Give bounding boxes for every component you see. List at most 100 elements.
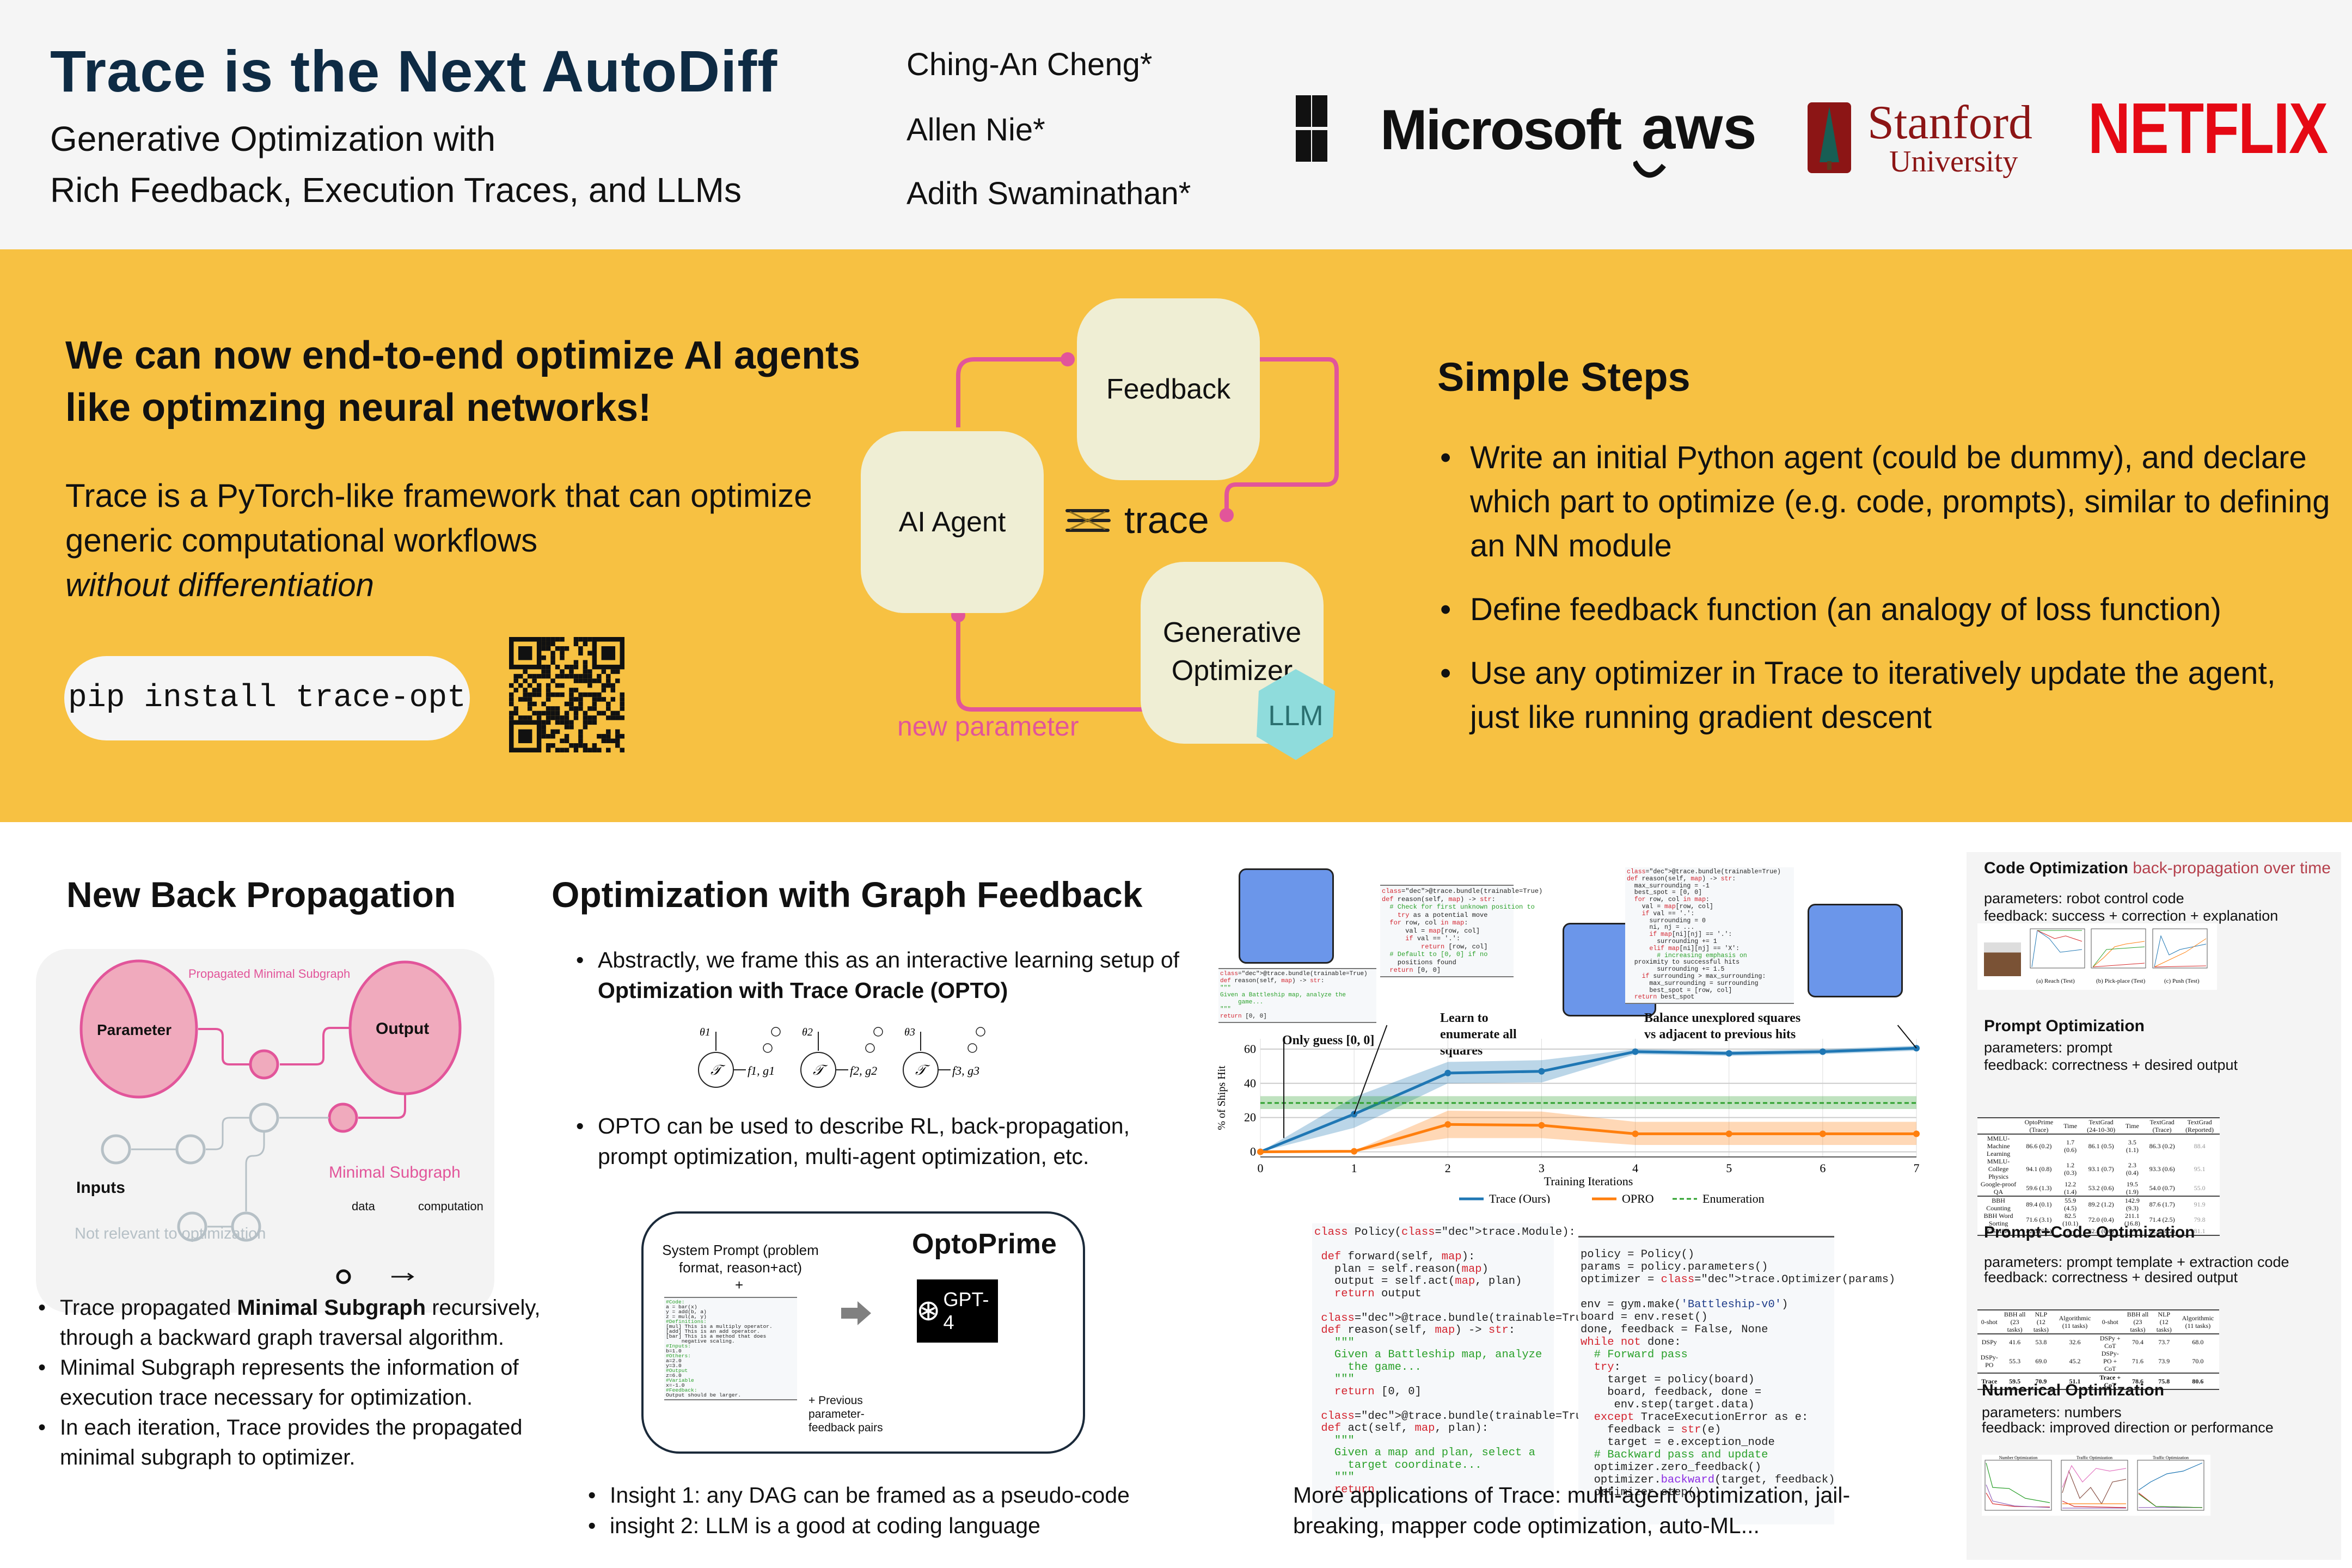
qr-module [532,688,537,693]
stanford-university-text: University [1889,145,2018,179]
code-line: y = add(b, a) [666,1309,707,1315]
code-line: return [row, col] [1421,942,1488,951]
code-line: [mul] This is a multiply operator. [666,1324,773,1330]
qr-module [583,725,588,730]
qr-module [615,729,620,734]
qr-module [527,683,532,688]
robot-success-plots [2030,928,2208,969]
x-tick-label: 0 [1258,1161,1264,1175]
qr-module [583,660,588,665]
table-cell: 51.1 [2053,1373,2097,1390]
ai-agent-node: AI Agent [861,431,1044,613]
qr-module [610,710,616,716]
qr-module [578,678,583,683]
gpt4-badge: GPT-4 [917,1279,998,1343]
qr-module [541,655,546,660]
table-cell: 94.1 (0.8) [2026,1165,2052,1173]
prompt-code-feedback: feedback: correctness + desired output [1984,1269,2238,1285]
qr-module [592,697,597,702]
qr-module [610,738,616,744]
qr-module [601,683,607,688]
plot-line [2062,1470,2127,1505]
code-line: best_spot = [row, col] [1627,987,1732,994]
table-cell: 86.1 (0.5) [2088,1142,2114,1150]
qr-module [587,706,592,711]
code-line: #Definitions: [666,1319,707,1325]
series-line [1260,1046,1917,1153]
training-loop-code: policy = Policy()params = policy.paramet… [1578,1236,1895,1524]
table-cell: 87.6 (1.7) [2149,1200,2175,1208]
qr-module [555,706,560,711]
code-line: negative scaling. [666,1338,735,1344]
code-line: def reason(self, map) -> str: [1627,875,1736,883]
code-line: val = map[row, col] [1382,927,1480,935]
arrow-right-icon [841,1301,871,1325]
back-propagation-bullets: Trace propagated Minimal Subgraph recurs… [38,1293,555,1473]
code-opt-title: Code Optimization back-propagation over … [1984,859,2331,878]
table-cell: BBH Word Sorting [1983,1212,2013,1227]
pip-install-command[interactable]: pip install trace-opt [64,656,470,740]
qr-code-icon[interactable] [509,637,624,752]
bullet-item: In each iteration, Trace provides the pr… [38,1413,555,1473]
table-cell: 53.2 (0.6) [2082,1180,2120,1197]
qr-module [527,706,532,711]
netflix-logo-text: NETFLIX [2088,88,2328,168]
qr-module [587,692,592,697]
code-line: env = gym.make('Battleship-v0') [1581,1298,1788,1311]
qr-module [523,678,528,683]
qr-module [536,673,542,679]
qr-module [569,669,574,674]
table-cell: Trace [1977,1373,2001,1390]
opto-term: Optimization with Trace Oracle (OPTO) [598,978,1008,1003]
code-line: target = e.exception_node [1581,1436,1775,1449]
plot-line [1986,1484,2050,1508]
qr-module [573,706,579,711]
legend-label: Trace (Ours) [1489,1192,1550,1203]
qr-finder-center [518,729,532,744]
qr-module [560,683,565,688]
qr-module [564,720,569,725]
bullet-item: Minimal Subgraph represents the informat… [38,1353,555,1413]
code-line: class="dec">@trace.bundle(trainable=True… [1220,971,1368,977]
code-line: if val == '.': [1405,935,1461,942]
qr-module [546,743,551,748]
graph-feedback-title: Optimization with Graph Feedback [552,874,1143,915]
table-cell: 78.6 [2124,1373,2152,1390]
qr-module [564,738,569,744]
graph-node [976,1027,985,1037]
qr-finder [509,720,542,752]
numerical-params: parameters: numbers [1982,1404,2122,1420]
qr-module [587,715,592,720]
annotation-arrow [1353,1025,1388,1114]
battleship-code-balanced: class="dec">@trace.bundle(trainable=True… [1625,867,1794,1004]
plot-line [1986,1462,2050,1503]
step-item: Use any optimizer in Trace to iterativel… [1440,651,2333,739]
plot-caption: (a) Reach (Test) [2036,978,2075,984]
table-cell: 1.2 (0.3) [2064,1161,2077,1177]
qr-module [532,678,537,683]
qr-module [527,697,532,702]
code-line: """ [1220,985,1231,991]
qr-module [546,688,551,693]
bullet-text: Trace propagated [60,1296,237,1320]
column-header: BBH all (23 tasks) [2001,1309,2029,1334]
qr-module [601,710,607,716]
code-line: feedback = str(e) [1581,1424,1722,1436]
qr-module [564,734,569,739]
qr-module [573,673,579,679]
y-tick-label: 40 [1244,1076,1256,1090]
code-line: return best_spot [1634,994,1695,1001]
code-line: return [0, 0] [1220,1013,1267,1020]
plot-frame [2137,1460,2204,1511]
table-cell: 2.3 (0.4) [2126,1161,2139,1177]
theta-label: θ1 [700,1026,710,1038]
table-cell: 95.1 [2194,1165,2206,1173]
qr-module [518,715,523,720]
qr-module [546,673,551,679]
plot-title: Traffic Optimization [2077,1455,2112,1460]
oracle-node [903,1052,939,1088]
qr-module [573,710,579,716]
qr-module [550,637,555,642]
qr-finder-center [518,646,532,660]
